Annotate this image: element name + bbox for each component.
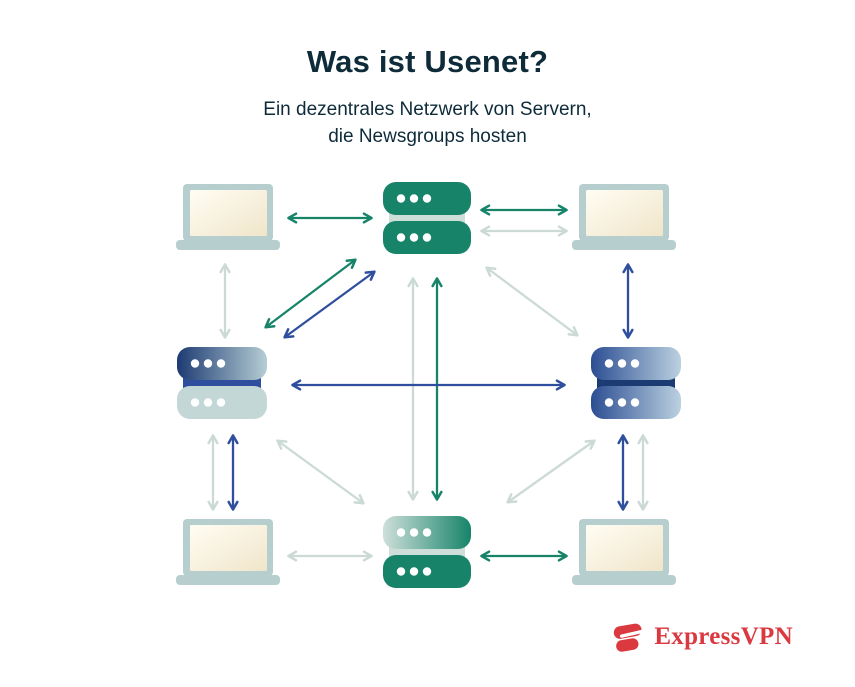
connection-arrows (207, 204, 649, 562)
server-right (591, 347, 681, 419)
page-subtitle: Ein dezentrales Netzwerk von Servern, di… (0, 96, 855, 150)
laptop-bottom-right (572, 519, 676, 585)
link-serverLeft-serverBottom-light (276, 439, 365, 505)
subtitle-line-1: Ein dezentrales Netzwerk von Servern, (263, 99, 592, 120)
link-serverTop-serverRight-light (485, 266, 579, 337)
expressvpn-wordmark: ExpressVPN (654, 622, 793, 650)
expressvpn-icon (614, 623, 645, 652)
expressvpn-logo: ExpressVPN (613, 620, 793, 653)
link-serverLeft-serverTop-green (264, 258, 357, 329)
laptop-top-right (572, 184, 676, 250)
page-title: Was ist Usenet? (306, 44, 549, 79)
server-bottom (383, 516, 471, 588)
link-serverLeft-serverTop-navy (283, 270, 376, 339)
server-top (383, 182, 471, 254)
link-serverBottom-serverRight-light (506, 439, 596, 504)
laptop-top-left (176, 184, 280, 250)
server-left (177, 347, 267, 419)
subtitle-line-2: die Newsgroups hosten (328, 126, 527, 147)
laptop-bottom-left (176, 519, 280, 585)
header: Was ist Usenet? Ein dezentrales Netzwerk… (0, 44, 855, 150)
